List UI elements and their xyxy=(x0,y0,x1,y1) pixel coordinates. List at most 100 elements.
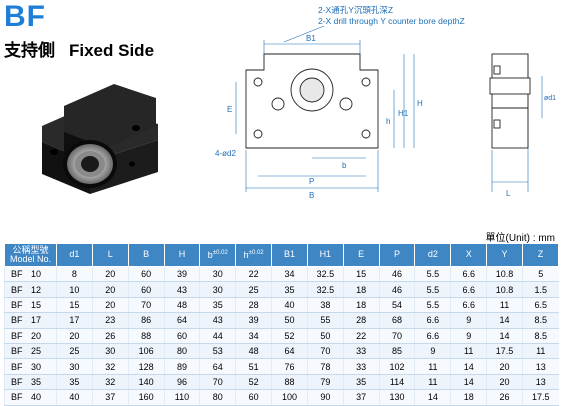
table-cell: 10.8 xyxy=(486,281,523,298)
table-cell: 80 xyxy=(199,389,236,406)
table-cell: 140 xyxy=(127,374,165,391)
table-cell: 70 xyxy=(306,343,344,360)
table-cell: 60 xyxy=(235,389,272,406)
table-cell: 35 xyxy=(199,297,236,314)
table-cell: 32.5 xyxy=(306,266,344,283)
table-cell: 32.5 xyxy=(306,281,344,298)
table-cell: 85 xyxy=(378,343,415,360)
table-cell: 25 xyxy=(56,343,93,360)
table-cell: 8.5 xyxy=(521,312,559,329)
table-cell: 40 xyxy=(56,389,93,406)
table-cell: 14 xyxy=(450,374,487,391)
header-e: E xyxy=(342,243,380,267)
table-cell: 11 xyxy=(450,343,487,360)
table-cell: 30 xyxy=(199,281,236,298)
header-h1: H1 xyxy=(306,243,344,267)
title-english: Fixed Side xyxy=(69,41,155,60)
table-cell: 88 xyxy=(127,328,165,344)
table-cell: 34 xyxy=(271,266,308,283)
label-p: P xyxy=(309,177,314,186)
table-cell: 78 xyxy=(306,358,344,375)
table-cell: 43 xyxy=(199,312,236,329)
table-cell: 86 xyxy=(127,312,165,329)
table-cell: 50 xyxy=(271,312,308,329)
table-cell: 130 xyxy=(378,389,415,406)
table-cell: 5.5 xyxy=(414,281,451,298)
table-cell: 33 xyxy=(342,358,380,375)
header-b-small: b±0.02 xyxy=(199,243,237,267)
table-cell: 23 xyxy=(91,312,129,329)
table-cell: 64 xyxy=(271,343,308,360)
table-cell: 96 xyxy=(163,374,200,391)
table-cell: 20 xyxy=(91,297,129,314)
table-cell: 35 xyxy=(56,374,93,391)
table-cell: 11 xyxy=(414,374,451,391)
table-cell: 18 xyxy=(342,281,380,298)
table-cell: 26 xyxy=(91,328,129,344)
table-cell: 88 xyxy=(271,374,308,391)
table-cell: 37 xyxy=(91,389,129,406)
table-cell: 10 xyxy=(56,281,93,298)
header-b1: B1 xyxy=(271,243,308,267)
table-cell: 55 xyxy=(306,312,344,329)
table-cell: 8 xyxy=(56,266,93,283)
table-cell: 70 xyxy=(199,374,236,391)
table-cell: 106 xyxy=(127,343,165,360)
table-cell: 20 xyxy=(486,374,523,391)
header-model: 公稱型號 Model No. xyxy=(4,243,57,267)
table-cell: 39 xyxy=(163,266,200,283)
header-z: Z xyxy=(521,243,560,267)
table-cell: 70 xyxy=(378,328,415,344)
table-cell: 14 xyxy=(486,312,523,329)
header-b: B xyxy=(127,243,165,267)
table-cell: 6.6 xyxy=(414,312,451,329)
table-cell: 11 xyxy=(414,358,451,375)
table-cell: 11 xyxy=(521,343,559,360)
table-cell: 43 xyxy=(163,281,200,298)
table-cell: 6.5 xyxy=(521,297,559,314)
label-h: H xyxy=(417,99,423,108)
table-cell: 11 xyxy=(486,297,523,314)
label-h1: H1 xyxy=(398,109,409,118)
table-cell: 51 xyxy=(235,358,272,375)
table-cell: 10.8 xyxy=(486,266,523,283)
product-code: BF xyxy=(4,0,46,33)
table-cell: 128 xyxy=(127,358,165,375)
label-e: E xyxy=(227,105,232,114)
table-cell: 14 xyxy=(486,328,523,344)
table-cell: 17.5 xyxy=(521,389,559,406)
table-cell: 80 xyxy=(163,343,200,360)
drill-note-english: 2-X drill through Y counter bore depthZ xyxy=(318,16,465,26)
table-cell: 46 xyxy=(378,281,415,298)
table-cell: 32 xyxy=(91,358,129,375)
table-cell: 22 xyxy=(235,266,272,283)
table-cell: 15 xyxy=(342,266,380,283)
table-cell: 70 xyxy=(127,297,165,314)
table-cell: 54 xyxy=(378,297,415,314)
table-cell: 18 xyxy=(342,297,380,314)
drill-note-chinese: 2-X通孔Y沉頭孔深Z xyxy=(318,5,393,15)
header-y: Y xyxy=(486,243,523,267)
table-cell: 8.5 xyxy=(521,328,559,344)
table-cell: 15 xyxy=(56,297,93,314)
table-cell: 110 xyxy=(163,389,200,406)
table-cell: 22 xyxy=(342,328,380,344)
dimension-drawing: 2-X通孔Y沉頭孔深Z 2-X drill through Y counter … xyxy=(215,5,556,200)
table-cell: 5.5 xyxy=(414,297,451,314)
table-cell: 14 xyxy=(414,389,451,406)
header-p: P xyxy=(378,243,416,267)
label-b-total: B xyxy=(309,191,314,200)
table-cell: 79 xyxy=(306,374,344,391)
label-b-small: b xyxy=(342,161,347,170)
table-cell: 33 xyxy=(342,343,380,360)
